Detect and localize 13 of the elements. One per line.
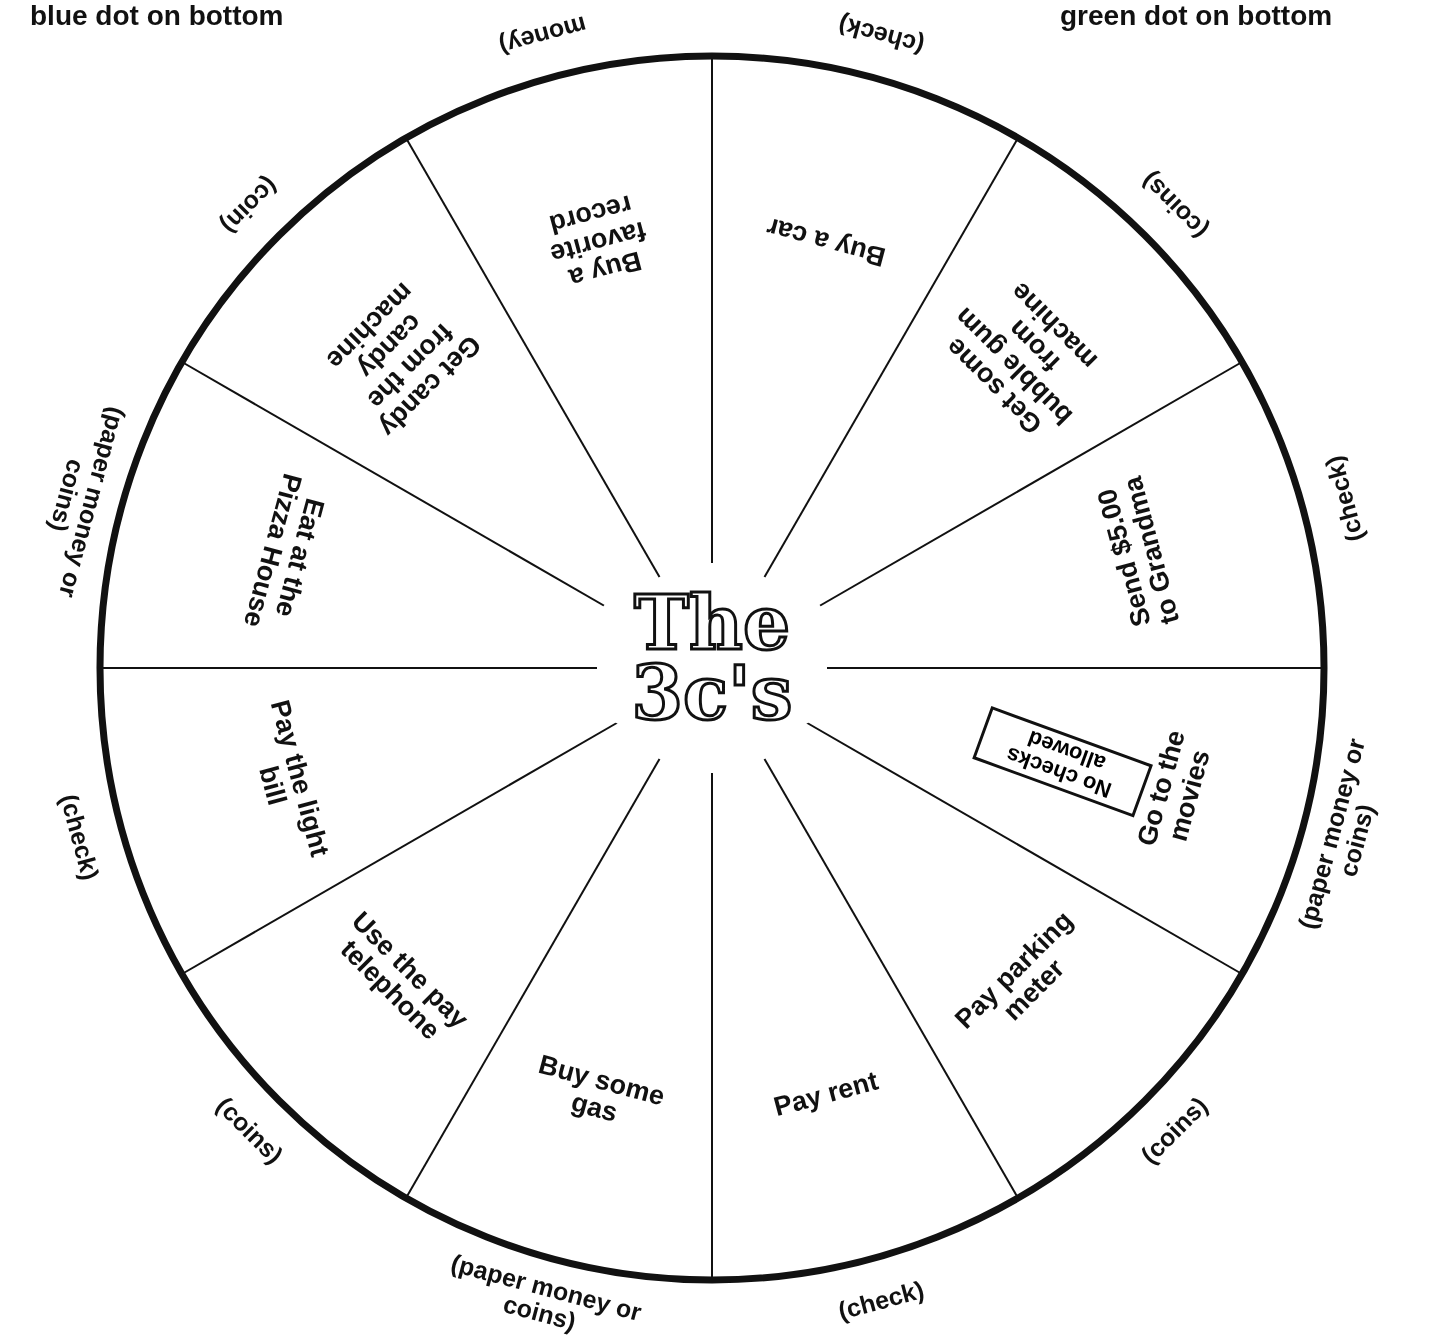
payment-label: (paper money or coins): [43, 402, 132, 603]
sector-label: Pay rent: [740, 1057, 912, 1130]
sector-label: Buy a favorite record: [504, 179, 692, 306]
corner-note: green dot on bottom: [1060, 0, 1333, 32]
corner-note: blue dot on bottom: [30, 0, 284, 32]
payment-label: (paper money or coins): [446, 1248, 646, 1338]
sector-label: Pay the light bill: [237, 692, 336, 872]
payment-label: (paper money or coins): [1292, 734, 1381, 935]
sector-label: Buy some gas: [508, 1044, 688, 1143]
sector-label: Buy a car: [740, 206, 912, 279]
sector-label: Eat at the Pizza House: [237, 464, 336, 644]
payment-label: money): [495, 10, 591, 64]
sector-label: Send $5.00 to Grandma: [1088, 464, 1187, 644]
